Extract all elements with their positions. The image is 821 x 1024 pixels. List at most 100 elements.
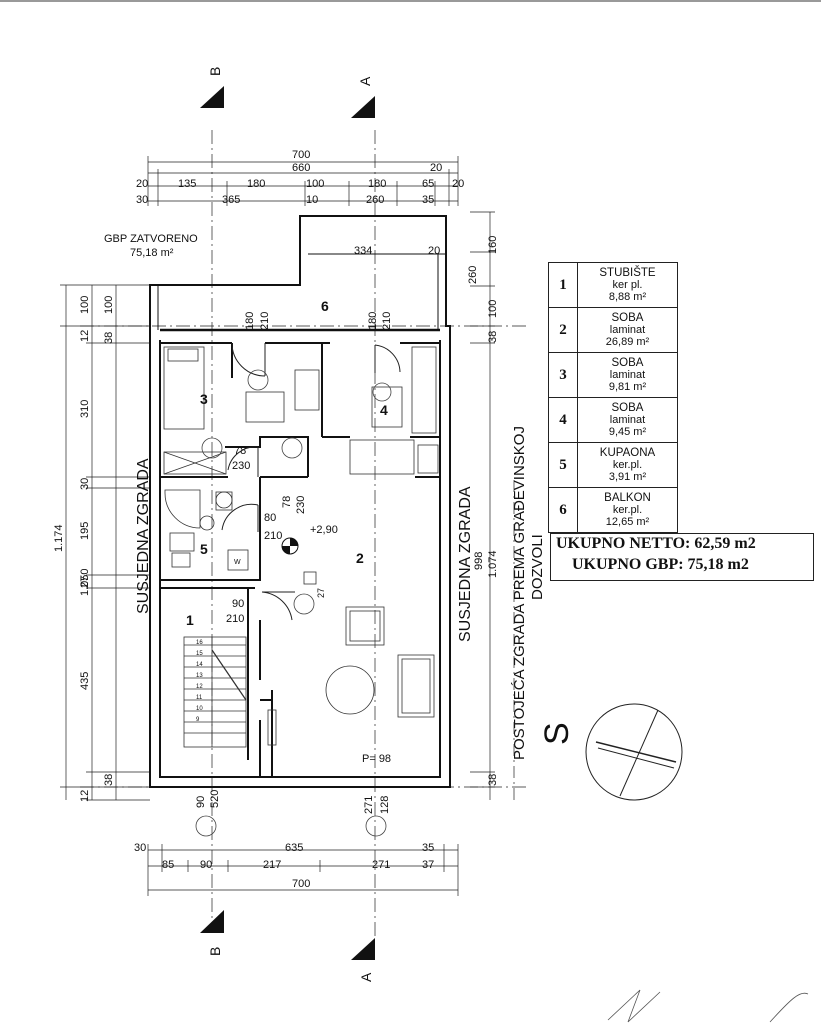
dim-bot-271: 271: [372, 859, 390, 871]
left-dimensions: [60, 284, 150, 801]
dim-left-38b: 38: [103, 774, 115, 786]
dim-right-38b: 38: [487, 774, 499, 786]
table-row: 5 KUPAONA ker.pl. 3,91 m²: [548, 442, 678, 488]
dim-left-30: 30: [79, 478, 91, 490]
room-area: 8,88 m²: [608, 291, 647, 303]
room-name: SOBA: [611, 357, 644, 369]
door-dim-78a: 78: [234, 445, 246, 457]
room-number-1: 1: [186, 612, 194, 628]
room-area: 26,89 m²: [605, 336, 650, 348]
dim-top-20c: 20: [452, 178, 464, 190]
permit-label: DOZVOLI: [529, 534, 546, 600]
north-letter: S: [538, 722, 576, 745]
room-area: 12,65 m²: [605, 516, 650, 528]
table-row: 2 SOBA laminat 26,89 m²: [548, 307, 678, 353]
dim-top-100: 100: [306, 178, 324, 190]
room-num: 6: [548, 487, 578, 533]
door-dim-210c: 210: [264, 530, 282, 542]
axis-bubbles: [195, 369, 392, 837]
table-row: 4 SOBA laminat 9,45 m²: [548, 397, 678, 443]
room-num: 3: [548, 352, 578, 398]
door-dim-128: 128: [379, 796, 391, 814]
door-dim-210b: 210: [381, 312, 393, 330]
dim-top-180a: 180: [247, 178, 265, 190]
room-number-2: 2: [356, 550, 364, 566]
dim-left-1174: 1.174: [53, 524, 65, 552]
dim-left-1050: 1.050: [79, 568, 91, 596]
gbp-label: GBP ZATVORENO: [104, 233, 198, 245]
total-gbp: UKUPNO GBP: 75,18 m2: [572, 556, 749, 573]
door-dim-80: 80: [264, 512, 276, 524]
dim-top-20a: 20: [430, 162, 442, 174]
dim-bot-90: 90: [200, 859, 212, 871]
door-dim-210a: 210: [259, 312, 271, 330]
room-number-3: 3: [200, 391, 208, 407]
stair-9: 9: [196, 717, 200, 723]
svg-text:B: B: [207, 67, 223, 76]
level-symbol: [281, 537, 299, 555]
bottom-dimensions: [147, 844, 459, 896]
stair-10: 10: [196, 706, 203, 712]
door-dim-180b: 180: [367, 312, 379, 330]
room-finish: laminat: [609, 369, 646, 381]
furniture: [163, 346, 439, 746]
dim-left-435: 435: [79, 672, 91, 690]
dim-top-35: 35: [422, 194, 434, 206]
section-marker-b-bottom: B: [200, 910, 224, 956]
room-number-5: 5: [200, 541, 208, 557]
dim-right-998: 998: [473, 552, 485, 570]
door-dim-20: 20: [428, 245, 440, 257]
svg-text:A: A: [357, 76, 373, 86]
room-finish: ker pl.: [612, 279, 643, 291]
stair-15: 15: [196, 651, 203, 657]
section-marker-b-top: B: [200, 67, 224, 108]
dim-top-135: 135: [178, 178, 196, 190]
room-area: 9,45 m²: [608, 426, 647, 438]
room-area: 9,81 m²: [608, 381, 647, 393]
dim-27-label: 27: [316, 588, 326, 598]
stair-11: 11: [196, 695, 203, 701]
dim-left-195: 195: [79, 522, 91, 540]
existing-building-label: POSTOJEĆA ZGRADA PREMA GRAĐEVINSKOJ: [511, 426, 528, 760]
room-number-4: 4: [380, 402, 388, 418]
right-dimensions: [470, 211, 495, 800]
room-name: KUPAONA: [599, 447, 656, 459]
room-finish: laminat: [609, 324, 646, 336]
dim-top-65: 65: [422, 178, 434, 190]
dim-right-260: 260: [467, 266, 479, 284]
dim-bot-635: 635: [285, 842, 303, 854]
stairs: [183, 636, 247, 748]
room-name: SOBA: [611, 312, 644, 324]
door-dim-520: 520: [209, 790, 221, 808]
room-name: SOBA: [611, 402, 644, 414]
dim-top-30: 30: [136, 194, 148, 206]
room-finish: ker.pl.: [612, 504, 643, 516]
neighbor-left-label: SUSJEDNA ZGRADA: [135, 458, 152, 614]
section-marker-a-top: A: [351, 76, 375, 118]
room-num: 5: [548, 442, 578, 488]
dim-bot-35: 35: [422, 842, 434, 854]
north-arrow-icon: [585, 703, 683, 801]
dim-right-1074: 1.074: [487, 550, 499, 578]
dim-left-100b: 100: [103, 296, 115, 314]
dim-left-12b: 12: [79, 790, 91, 802]
dim-top-660: 660: [292, 162, 310, 174]
dim-left-100a: 100: [79, 296, 91, 314]
room-finish: laminat: [609, 414, 646, 426]
dim-left-27: 27: [79, 576, 91, 588]
room-area: 3,91 m²: [608, 471, 647, 483]
door-dim-334: 334: [354, 245, 372, 257]
svg-text:A: A: [358, 972, 374, 982]
table-row: 3 SOBA laminat 9,81 m²: [548, 352, 678, 398]
room-name: STUBIŠTE: [599, 267, 656, 279]
dim-top-700: 700: [292, 149, 310, 161]
table-row: 1 STUBIŠTE ker pl. 8,88 m²: [548, 262, 678, 308]
dim-bot-217: 217: [263, 859, 281, 871]
section-marker-a-bottom: A: [351, 938, 375, 982]
dim-top-20b: 20: [136, 178, 148, 190]
dim-bot-85: 85: [162, 859, 174, 871]
dim-bot-700: 700: [292, 878, 310, 890]
room-num: 1: [548, 262, 578, 308]
door-dim-230a: 230: [232, 460, 250, 472]
